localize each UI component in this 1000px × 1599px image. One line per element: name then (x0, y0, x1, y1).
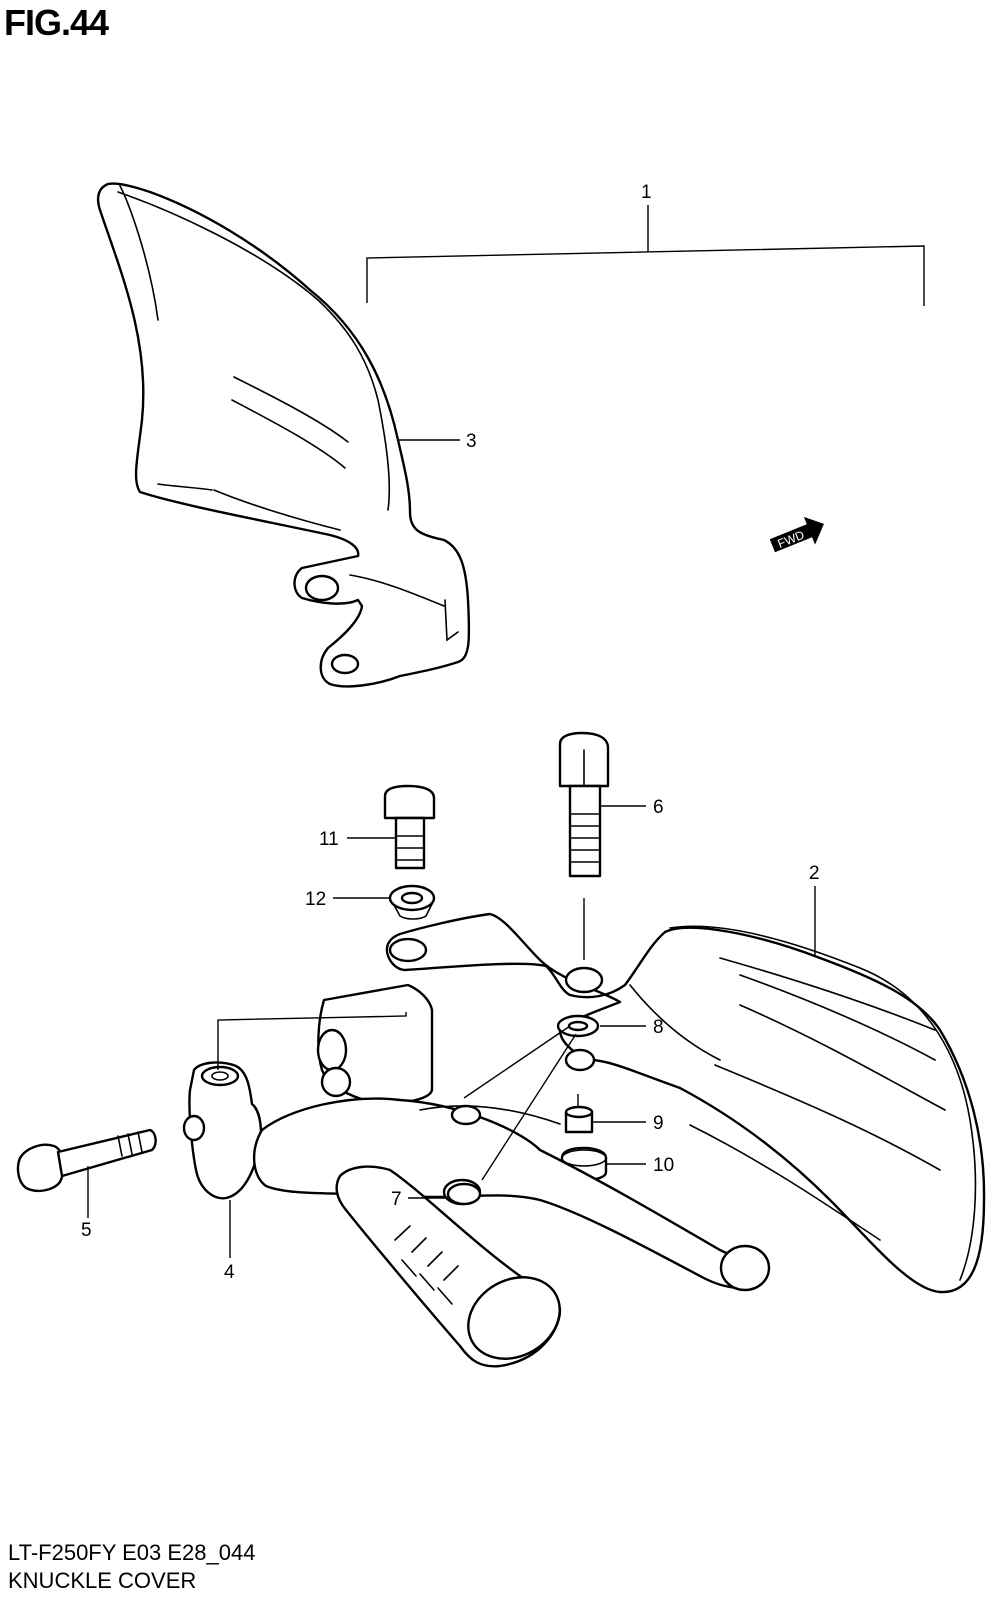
model-code-caption: LT-F250FY E03 E28_044 (8, 1540, 256, 1565)
lever-holder-4 (182, 983, 771, 1292)
knuckle-cover-right (385, 886, 986, 1294)
callout-5: 5 (81, 1220, 92, 1241)
washer-8 (556, 1014, 646, 1038)
callout-10: 10 (653, 1155, 674, 1176)
figure-title: FIG.44 (4, 2, 109, 43)
bolt-5 (16, 1128, 157, 1218)
handlebar-grip (335, 1165, 562, 1368)
fwd-arrow-badge: FWD (769, 516, 824, 553)
callout-7: 7 (391, 1189, 402, 1210)
callout-2: 2 (809, 863, 820, 884)
callout-11: 11 (319, 829, 339, 850)
callout-labels: 1 2 3 4 5 6 7 8 9 10 11 12 (81, 182, 820, 1283)
callout-9: 9 (653, 1113, 664, 1134)
assembly-bracket-1 (366, 205, 925, 306)
bolt-6 (558, 731, 646, 960)
figure-name-caption: KNUCKLE COVER (8, 1568, 197, 1593)
bolt-11 (347, 784, 436, 870)
callout-1: 1 (641, 182, 652, 203)
callout-3: 3 (466, 431, 477, 452)
bushing-12 (333, 884, 436, 920)
knuckle-cover-left (96, 182, 471, 688)
collar-9 (564, 1094, 646, 1134)
callout-8: 8 (653, 1017, 664, 1038)
callout-6: 6 (653, 797, 664, 818)
nut-7 (408, 1182, 482, 1206)
callout-4: 4 (224, 1262, 235, 1283)
callout-12: 12 (305, 889, 326, 910)
assembly-leader-lines (217, 1012, 577, 1181)
fwd-label: FWD (776, 528, 807, 551)
